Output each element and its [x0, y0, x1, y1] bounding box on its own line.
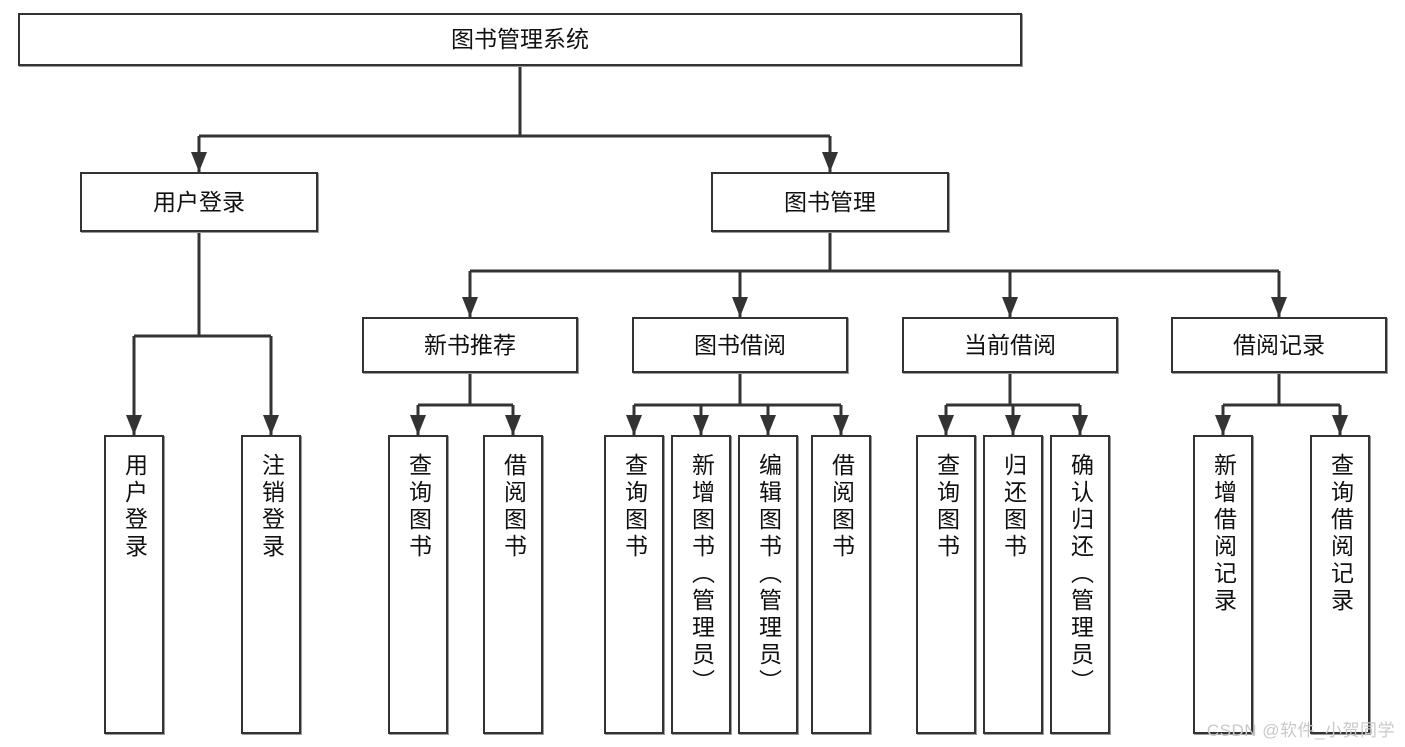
bus-book-manage-arrowhead-3 — [1271, 297, 1287, 317]
bus-book-manage-arrowhead-0 — [462, 297, 478, 317]
node-label: 图书管理系统 — [451, 26, 589, 53]
node-label: 用户登录 — [153, 188, 245, 215]
node-label: 查询图书 — [405, 453, 432, 561]
bus-new-book-rec-arrowhead-0 — [410, 415, 426, 435]
bus-borrow-record-arrowhead-1 — [1332, 415, 1348, 435]
bus-current-borrow-arrowhead-1 — [1005, 415, 1021, 435]
bus-current-borrow-arrowhead-0 — [938, 415, 954, 435]
node-label: 归还图书 — [1000, 453, 1027, 561]
node-leaf-borrow-query[interactable]: 查询图书 — [604, 435, 664, 734]
node-leaf-user-logout[interactable]: 注销登录 — [241, 435, 301, 734]
bus-user-login-arrowhead-1 — [263, 415, 279, 435]
node-leaf-cur-return[interactable]: 归还图书 — [983, 435, 1043, 734]
node-label: 查询借阅记录 — [1327, 453, 1354, 615]
node-leaf-cur-confirm[interactable]: 确认归还（管理员） — [1050, 435, 1110, 734]
node-label: 查询图书 — [933, 453, 960, 561]
node-label: 新增图书（管理员） — [688, 453, 715, 696]
bus-book-borrow-arrowhead-0 — [626, 415, 642, 435]
node-leaf-rec-add[interactable]: 新增借阅记录 — [1193, 435, 1253, 734]
node-label: 编辑图书（管理员） — [755, 453, 782, 696]
node-borrow-record[interactable]: 借阅记录 — [1171, 317, 1387, 373]
node-book-borrow[interactable]: 图书借阅 — [632, 317, 848, 373]
node-leaf-rec-borrow[interactable]: 借阅图书 — [483, 435, 543, 734]
node-leaf-user-login[interactable]: 用户登录 — [104, 435, 164, 734]
bus-book-manage-arrowhead-1 — [732, 297, 748, 317]
node-current-borrow[interactable]: 当前借阅 — [902, 317, 1118, 373]
bus-new-book-rec-arrowhead-1 — [505, 415, 521, 435]
node-new-book-rec[interactable]: 新书推荐 — [362, 317, 578, 373]
node-label: 当前借阅 — [964, 331, 1056, 358]
node-label: 确认归还（管理员） — [1067, 453, 1094, 696]
node-label: 注销登录 — [258, 453, 285, 561]
node-leaf-borrow-add[interactable]: 新增图书（管理员） — [671, 435, 731, 734]
bus-root-arrowhead-0 — [191, 152, 207, 172]
node-book-manage[interactable]: 图书管理 — [711, 172, 949, 232]
bus-user-login-arrowhead-0 — [126, 415, 142, 435]
bus-root-arrowhead-1 — [822, 152, 838, 172]
bus-book-manage-arrowhead-2 — [1002, 297, 1018, 317]
bus-current-borrow-arrowhead-2 — [1072, 415, 1088, 435]
bus-borrow-record-arrowhead-0 — [1215, 415, 1231, 435]
node-leaf-rec-query2[interactable]: 查询借阅记录 — [1310, 435, 1370, 734]
node-label: 新书推荐 — [424, 331, 516, 358]
node-leaf-cur-query[interactable]: 查询图书 — [916, 435, 976, 734]
node-label: 图书管理 — [784, 188, 876, 215]
node-leaf-borrow-lend[interactable]: 借阅图书 — [811, 435, 871, 734]
node-label: 借阅图书 — [500, 453, 527, 561]
node-leaf-borrow-edit[interactable]: 编辑图书（管理员） — [738, 435, 798, 734]
node-label: 查询图书 — [621, 453, 648, 561]
node-label: 用户登录 — [121, 453, 148, 561]
bus-book-borrow-arrowhead-2 — [760, 415, 776, 435]
node-root[interactable]: 图书管理系统 — [18, 13, 1022, 66]
node-label: 图书借阅 — [694, 331, 786, 358]
node-leaf-rec-query[interactable]: 查询图书 — [388, 435, 448, 734]
node-label: 借阅记录 — [1233, 331, 1325, 358]
node-user-login[interactable]: 用户登录 — [80, 172, 318, 232]
node-label: 新增借阅记录 — [1210, 453, 1237, 615]
node-label: 借阅图书 — [828, 453, 855, 561]
bus-book-borrow-arrowhead-3 — [833, 415, 849, 435]
bus-book-borrow-arrowhead-1 — [693, 415, 709, 435]
